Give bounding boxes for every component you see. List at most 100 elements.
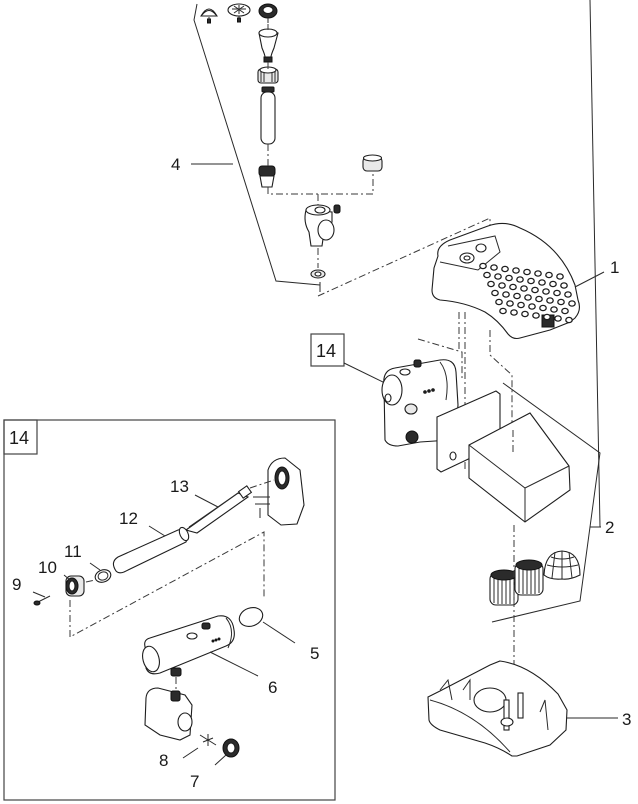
uvc-lamp (184, 485, 253, 534)
seal-ring (94, 569, 112, 583)
ventilation-hole (505, 274, 513, 282)
callout-1: 1 (610, 258, 619, 277)
inset-frame (3, 419, 336, 801)
callout-3: 3 (622, 710, 631, 729)
ventilation-hole (565, 316, 573, 324)
inset-pump-uvc-detail: 14 (3, 419, 336, 801)
ventilation-hole (502, 291, 510, 298)
ventilation-hole (494, 273, 502, 280)
filter-ball-2 (514, 559, 544, 596)
leader-line-5 (262, 621, 296, 644)
ventilation-hole (534, 270, 542, 277)
ventilation-hole (535, 295, 543, 303)
ventilation-hole (524, 294, 532, 301)
ventilation-hole (521, 310, 529, 318)
impeller (199, 734, 217, 746)
ventilation-hole (532, 312, 540, 319)
ventilation-hole (538, 279, 546, 286)
nozzle-head-bell (200, 8, 218, 24)
ventilation-hole (509, 283, 517, 291)
ventilation-hole (545, 271, 553, 279)
ventilation-hole (498, 282, 506, 289)
leader-line-14 (343, 362, 386, 384)
callout-7: 7 (190, 772, 199, 791)
ventilation-hole (516, 276, 524, 283)
fountain-nozzle-set (193, 3, 383, 292)
o-ring (238, 607, 264, 627)
nozzle-union-nut (257, 66, 279, 84)
callout-6: 6 (268, 678, 277, 697)
nozzle-head-dark (258, 3, 278, 23)
housing-cover (431, 222, 581, 340)
ventilation-hole (564, 291, 572, 298)
nozzle-funnel (258, 28, 279, 63)
leader-line-1 (574, 271, 605, 288)
ventilation-hole (479, 262, 487, 270)
ventilation-hole (513, 292, 521, 300)
callout-8: 8 (159, 751, 168, 770)
ventilation-hole (556, 273, 564, 280)
ventilation-hole (549, 280, 557, 288)
ventilation-hole (553, 289, 561, 297)
ventilation-hole (491, 289, 499, 297)
filter-foam-plate (436, 390, 501, 473)
filter-ball-3 (543, 550, 581, 580)
leader-line-13 (194, 494, 219, 508)
ventilation-holes (479, 262, 576, 324)
ventilation-hole (527, 277, 535, 285)
leader-line-6 (209, 651, 259, 677)
callout-4: 4 (171, 155, 180, 174)
ventilation-hole (523, 268, 531, 276)
ventilation-hole (487, 280, 495, 288)
ventilation-hole (510, 309, 518, 316)
assembly-line-cover-right (489, 330, 513, 453)
callout-2: 2 (605, 518, 614, 537)
ventilation-hole (568, 300, 576, 307)
ventilation-hole (550, 306, 558, 313)
ventilation-hole (512, 267, 520, 274)
ventilation-hole (560, 282, 568, 289)
nozzle-head-disc (227, 3, 251, 23)
tube-adapter (258, 165, 276, 188)
leader-line-11 (89, 562, 101, 571)
leader-line-10 (63, 574, 71, 581)
ventilation-hole (543, 313, 551, 321)
pump-cover (222, 738, 240, 758)
ventilation-hole (531, 286, 539, 294)
inset-label: 14 (9, 428, 29, 448)
pump-body (144, 687, 193, 741)
ventilation-hole (520, 285, 528, 292)
leader-line-8 (182, 747, 199, 759)
callout-13: 13 (170, 477, 189, 496)
callout-10: 10 (38, 558, 57, 577)
callout-9: 9 (12, 575, 21, 594)
end-cap (362, 154, 383, 172)
callout-5: 5 (310, 644, 319, 663)
ventilation-hole (506, 300, 514, 307)
extension-tube (260, 86, 276, 145)
quartz-glass (112, 526, 190, 574)
leader-line-7 (214, 754, 227, 766)
filter-media-balls (489, 550, 581, 606)
t-valve (304, 204, 341, 247)
callout-12: 12 (119, 509, 138, 528)
ventilation-hole (539, 304, 547, 312)
screw (33, 595, 51, 606)
ventilation-hole (554, 315, 562, 322)
leader-line-2 (589, 0, 601, 528)
ventilation-hole (528, 303, 536, 310)
ventilation-hole (483, 271, 491, 279)
union-nut (65, 575, 85, 597)
ventilation-hole (495, 298, 503, 306)
ventilation-hole (517, 301, 525, 309)
filter-foam-block (468, 412, 571, 523)
ventilation-hole (557, 298, 565, 306)
callout-11: 11 (64, 542, 82, 561)
callout-14-box (310, 333, 345, 367)
ventilation-hole (542, 288, 550, 295)
ventilation-hole (561, 307, 569, 315)
inset-label-box (3, 419, 38, 455)
ventilation-hole (499, 307, 507, 315)
ventilation-hole (546, 297, 554, 304)
